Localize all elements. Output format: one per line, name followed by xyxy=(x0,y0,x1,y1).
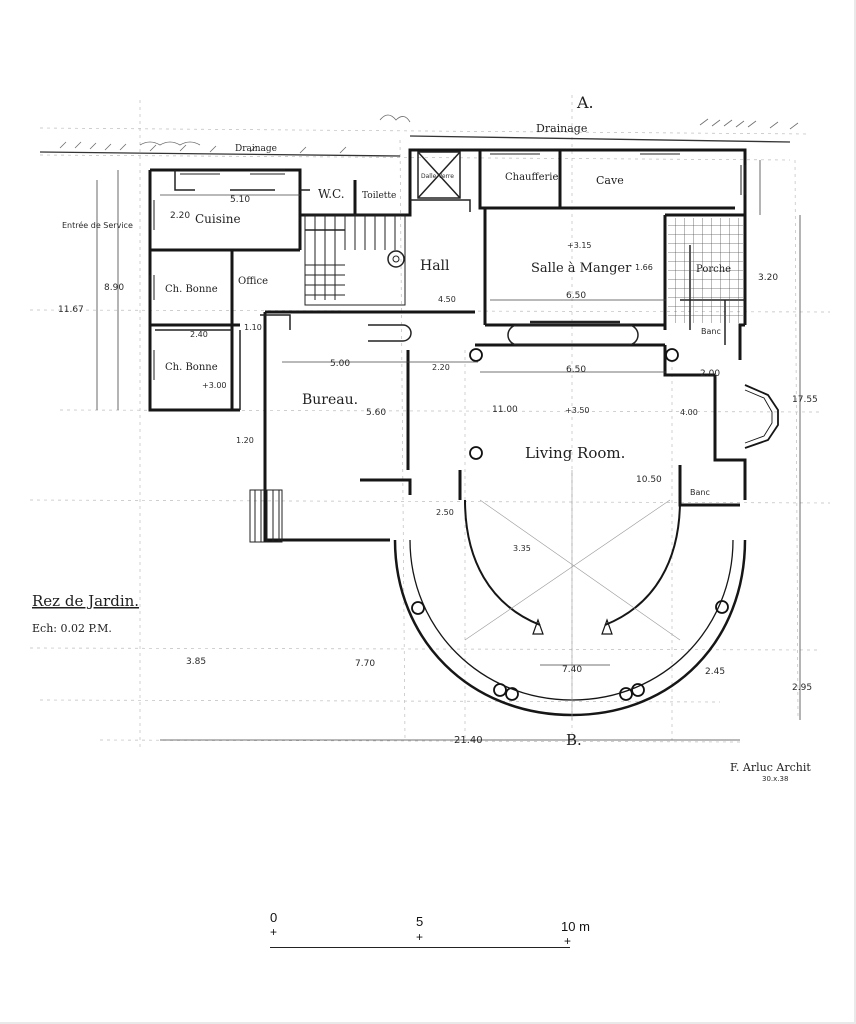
dim-650a: 6.50 xyxy=(566,291,586,301)
room-entree-service: Entrée de Service xyxy=(62,220,133,230)
page-edge-right xyxy=(854,0,856,1024)
signature-date: 30.x.38 xyxy=(762,775,788,783)
drainage-label: Drainage xyxy=(536,122,587,135)
glass-slab xyxy=(417,151,461,199)
room-cuisine: Cuisine xyxy=(195,212,241,226)
scale-label-10: 10 m xyxy=(561,919,590,934)
dim-740: 7.40 xyxy=(562,665,582,675)
room-ch-bonne-1: Ch. Bonne xyxy=(165,284,218,295)
dim-1167: 11.67 xyxy=(58,305,84,315)
drainage-line xyxy=(409,135,791,143)
room-toilette: Toilette xyxy=(362,191,396,201)
plan-title: Rez de Jardin. xyxy=(32,592,139,610)
dim-500: 5.00 xyxy=(330,359,350,369)
room-ch-bonne-2: Ch. Bonne xyxy=(165,362,218,373)
dim-2140: 21.40 xyxy=(454,735,483,746)
dim-220: 2.20 xyxy=(170,211,190,221)
dim-240: 2.40 xyxy=(190,330,208,339)
fireplace xyxy=(368,320,639,346)
room-hall: Hall xyxy=(420,258,450,274)
bay-window xyxy=(744,384,779,449)
dim-166: 1.66 xyxy=(635,263,653,272)
staircase xyxy=(304,214,406,306)
room-porche: Porche xyxy=(696,264,731,275)
room-verre: Dalle Verre xyxy=(421,173,454,180)
drainage-label-2: Drainage xyxy=(235,144,277,154)
scale-label-5: 5 xyxy=(416,914,424,929)
partitions xyxy=(155,170,745,410)
dim-1100: 11.00 xyxy=(492,405,518,415)
room-bureau: Bureau. xyxy=(302,392,358,408)
scale-tick-10: + xyxy=(564,934,572,948)
labels: A. B. Drainage Drainage Cuisine W.C. Toi… xyxy=(32,93,818,783)
scale-label-0: 0 xyxy=(270,910,278,925)
dim-1755: 17.55 xyxy=(792,395,818,405)
dimension-lines xyxy=(96,160,801,741)
dim-320: 3.20 xyxy=(758,273,778,283)
columns xyxy=(411,348,729,701)
marker-bottom: B. xyxy=(566,731,582,749)
dim-350: +3.50 xyxy=(565,406,590,415)
dim-560: 5.60 xyxy=(366,408,386,418)
dim-200: 2.00 xyxy=(700,369,720,379)
dim-335: 3.35 xyxy=(513,544,531,553)
drainage-line-west xyxy=(39,151,401,157)
living-apse xyxy=(393,499,747,717)
room-chaufferie: Chaufferie xyxy=(505,172,558,183)
porch-tiles xyxy=(668,218,743,323)
scale-tick-5: + xyxy=(416,930,424,944)
dim-1050: 10.50 xyxy=(636,475,662,485)
room-banc-1: Banc xyxy=(701,327,721,336)
room-office: Office xyxy=(238,276,268,287)
dim-220b: 2.20 xyxy=(432,363,450,372)
dim-510: 5.10 xyxy=(230,195,250,205)
dim-400: 4.00 xyxy=(680,408,698,417)
dim-385: 3.85 xyxy=(186,657,206,667)
marker-top: A. xyxy=(576,93,594,112)
dim-890: 8.90 xyxy=(104,283,124,293)
room-salle-a-manger: Salle à Manger xyxy=(531,261,632,276)
page-edge-bottom xyxy=(0,1022,856,1024)
dim-250: 2.50 xyxy=(436,508,454,517)
architect-signature: F. Arluc Archit xyxy=(730,761,811,774)
room-banc-2: Banc xyxy=(690,488,710,497)
dim-295: 2.95 xyxy=(792,683,812,693)
room-living-room: Living Room. xyxy=(525,444,625,462)
room-cave: Cave xyxy=(596,174,624,187)
dim-315: +3.15 xyxy=(567,241,592,250)
dim-300: +3.00 xyxy=(202,381,227,390)
scale-bar xyxy=(270,947,570,948)
exterior-steps xyxy=(249,489,283,543)
dim-245: 2.45 xyxy=(705,667,725,677)
dim-110: 1.10 xyxy=(244,323,262,332)
dim-120: 1.20 xyxy=(236,436,254,445)
dim-650b: 6.50 xyxy=(566,365,586,375)
windows xyxy=(149,149,746,380)
ground-hatching xyxy=(59,114,799,154)
sight-lines xyxy=(464,470,681,720)
dim-450: 4.50 xyxy=(438,295,456,304)
dim-770: 7.70 xyxy=(355,659,375,669)
plan-scale-note: Ech: 0.02 P.M. xyxy=(32,622,112,635)
room-wc: W.C. xyxy=(318,187,345,201)
scale-tick-0: + xyxy=(270,925,278,939)
